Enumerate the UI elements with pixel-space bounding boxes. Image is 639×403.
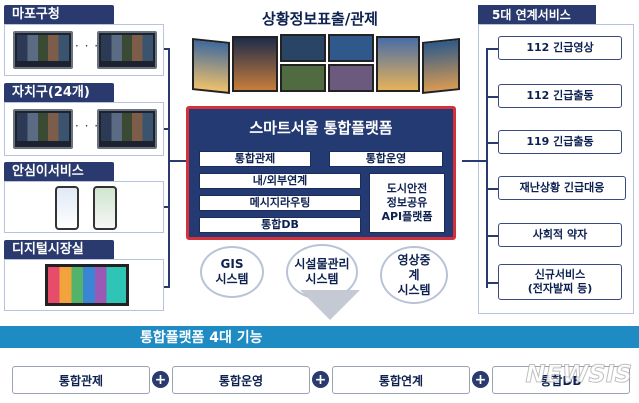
connector-line <box>164 206 170 208</box>
platform-item-integrated-db: 통합DB <box>199 217 361 233</box>
service-new-services: 신규서비스 (전자발찌 등) <box>498 264 622 300</box>
phone-icon <box>55 186 79 230</box>
phone-icon <box>93 186 117 230</box>
functions-banner: 통합플랫폼 4대 기능 <box>0 326 639 348</box>
right-panel-title: 5대 연계서비스 <box>478 5 596 25</box>
connector-line <box>164 128 170 130</box>
left-panel-districts: · · · · · <box>4 102 164 156</box>
services-panel <box>478 24 634 314</box>
monitor-icon <box>97 109 157 149</box>
monitor-icon <box>13 109 73 149</box>
function-integrated-operation: 통합운영 <box>172 366 310 394</box>
service-112-emergency-video: 112 긴급영상 <box>498 36 622 60</box>
platform-item-integrated-control: 통합관제 <box>199 151 311 167</box>
smart-seoul-platform: 스마트서울 통합플랫폼 통합관제 통합운영 내/외부연계 메시지라우팅 통합DB… <box>186 106 456 240</box>
plus-icon: + <box>152 371 169 388</box>
left-panel-safety <box>4 181 164 233</box>
service-112-emergency-dispatch: 112 긴급출동 <box>498 84 622 108</box>
function-integrated-control: 통합관제 <box>12 366 150 394</box>
arrow-left-icon <box>462 160 486 162</box>
top-title: 상황정보표출/관제 <box>262 10 378 28</box>
monitor-icon <box>97 31 157 69</box>
connector-line <box>164 286 170 288</box>
platform-title: 스마트서울 통합플랫폼 <box>249 119 393 137</box>
platform-item-integrated-operation: 통합운영 <box>329 151 443 167</box>
arrow-right-icon <box>168 160 188 162</box>
left-panel-title-safety: 안심이서비스 <box>4 162 114 182</box>
left-panel-title-digital: 디지털시장실 <box>4 240 114 260</box>
left-panel-title-districts: 자치구(24개) <box>4 83 114 103</box>
watermark: NEWSIS <box>525 360 632 389</box>
arrow-down-icon <box>300 290 360 320</box>
left-panel-mapo: · · · · · <box>4 24 164 76</box>
video-wall-icon <box>192 34 462 96</box>
function-integrated-db: 통합DB <box>492 366 630 394</box>
video-relay-system: 영상중 계 시스템 <box>380 246 448 304</box>
platform-item-message-routing: 메시지라우팅 <box>199 195 361 211</box>
monitor-icon <box>13 31 73 69</box>
gis-system: GIS 시스템 <box>200 246 264 298</box>
platform-item-api-platform: 도시안전 정보공유 API플랫폼 <box>369 173 445 233</box>
left-panel-title-mapo: 마포구청 <box>4 5 114 25</box>
service-vulnerable-people: 사회적 약자 <box>498 223 622 247</box>
service-119-emergency-dispatch: 119 긴급출동 <box>498 130 622 154</box>
plus-icon: + <box>472 371 489 388</box>
platform-item-internal-external-link: 내/외부연계 <box>199 173 361 189</box>
function-integrated-link: 통합연계 <box>332 366 470 394</box>
connector-line <box>486 48 488 288</box>
dashboard-screen-icon <box>45 264 129 306</box>
connector-line <box>168 48 170 288</box>
plus-icon: + <box>312 371 329 388</box>
left-panel-digital <box>4 259 164 311</box>
service-disaster-response: 재난상황 긴급대응 <box>498 176 626 200</box>
connector-line <box>164 48 170 50</box>
